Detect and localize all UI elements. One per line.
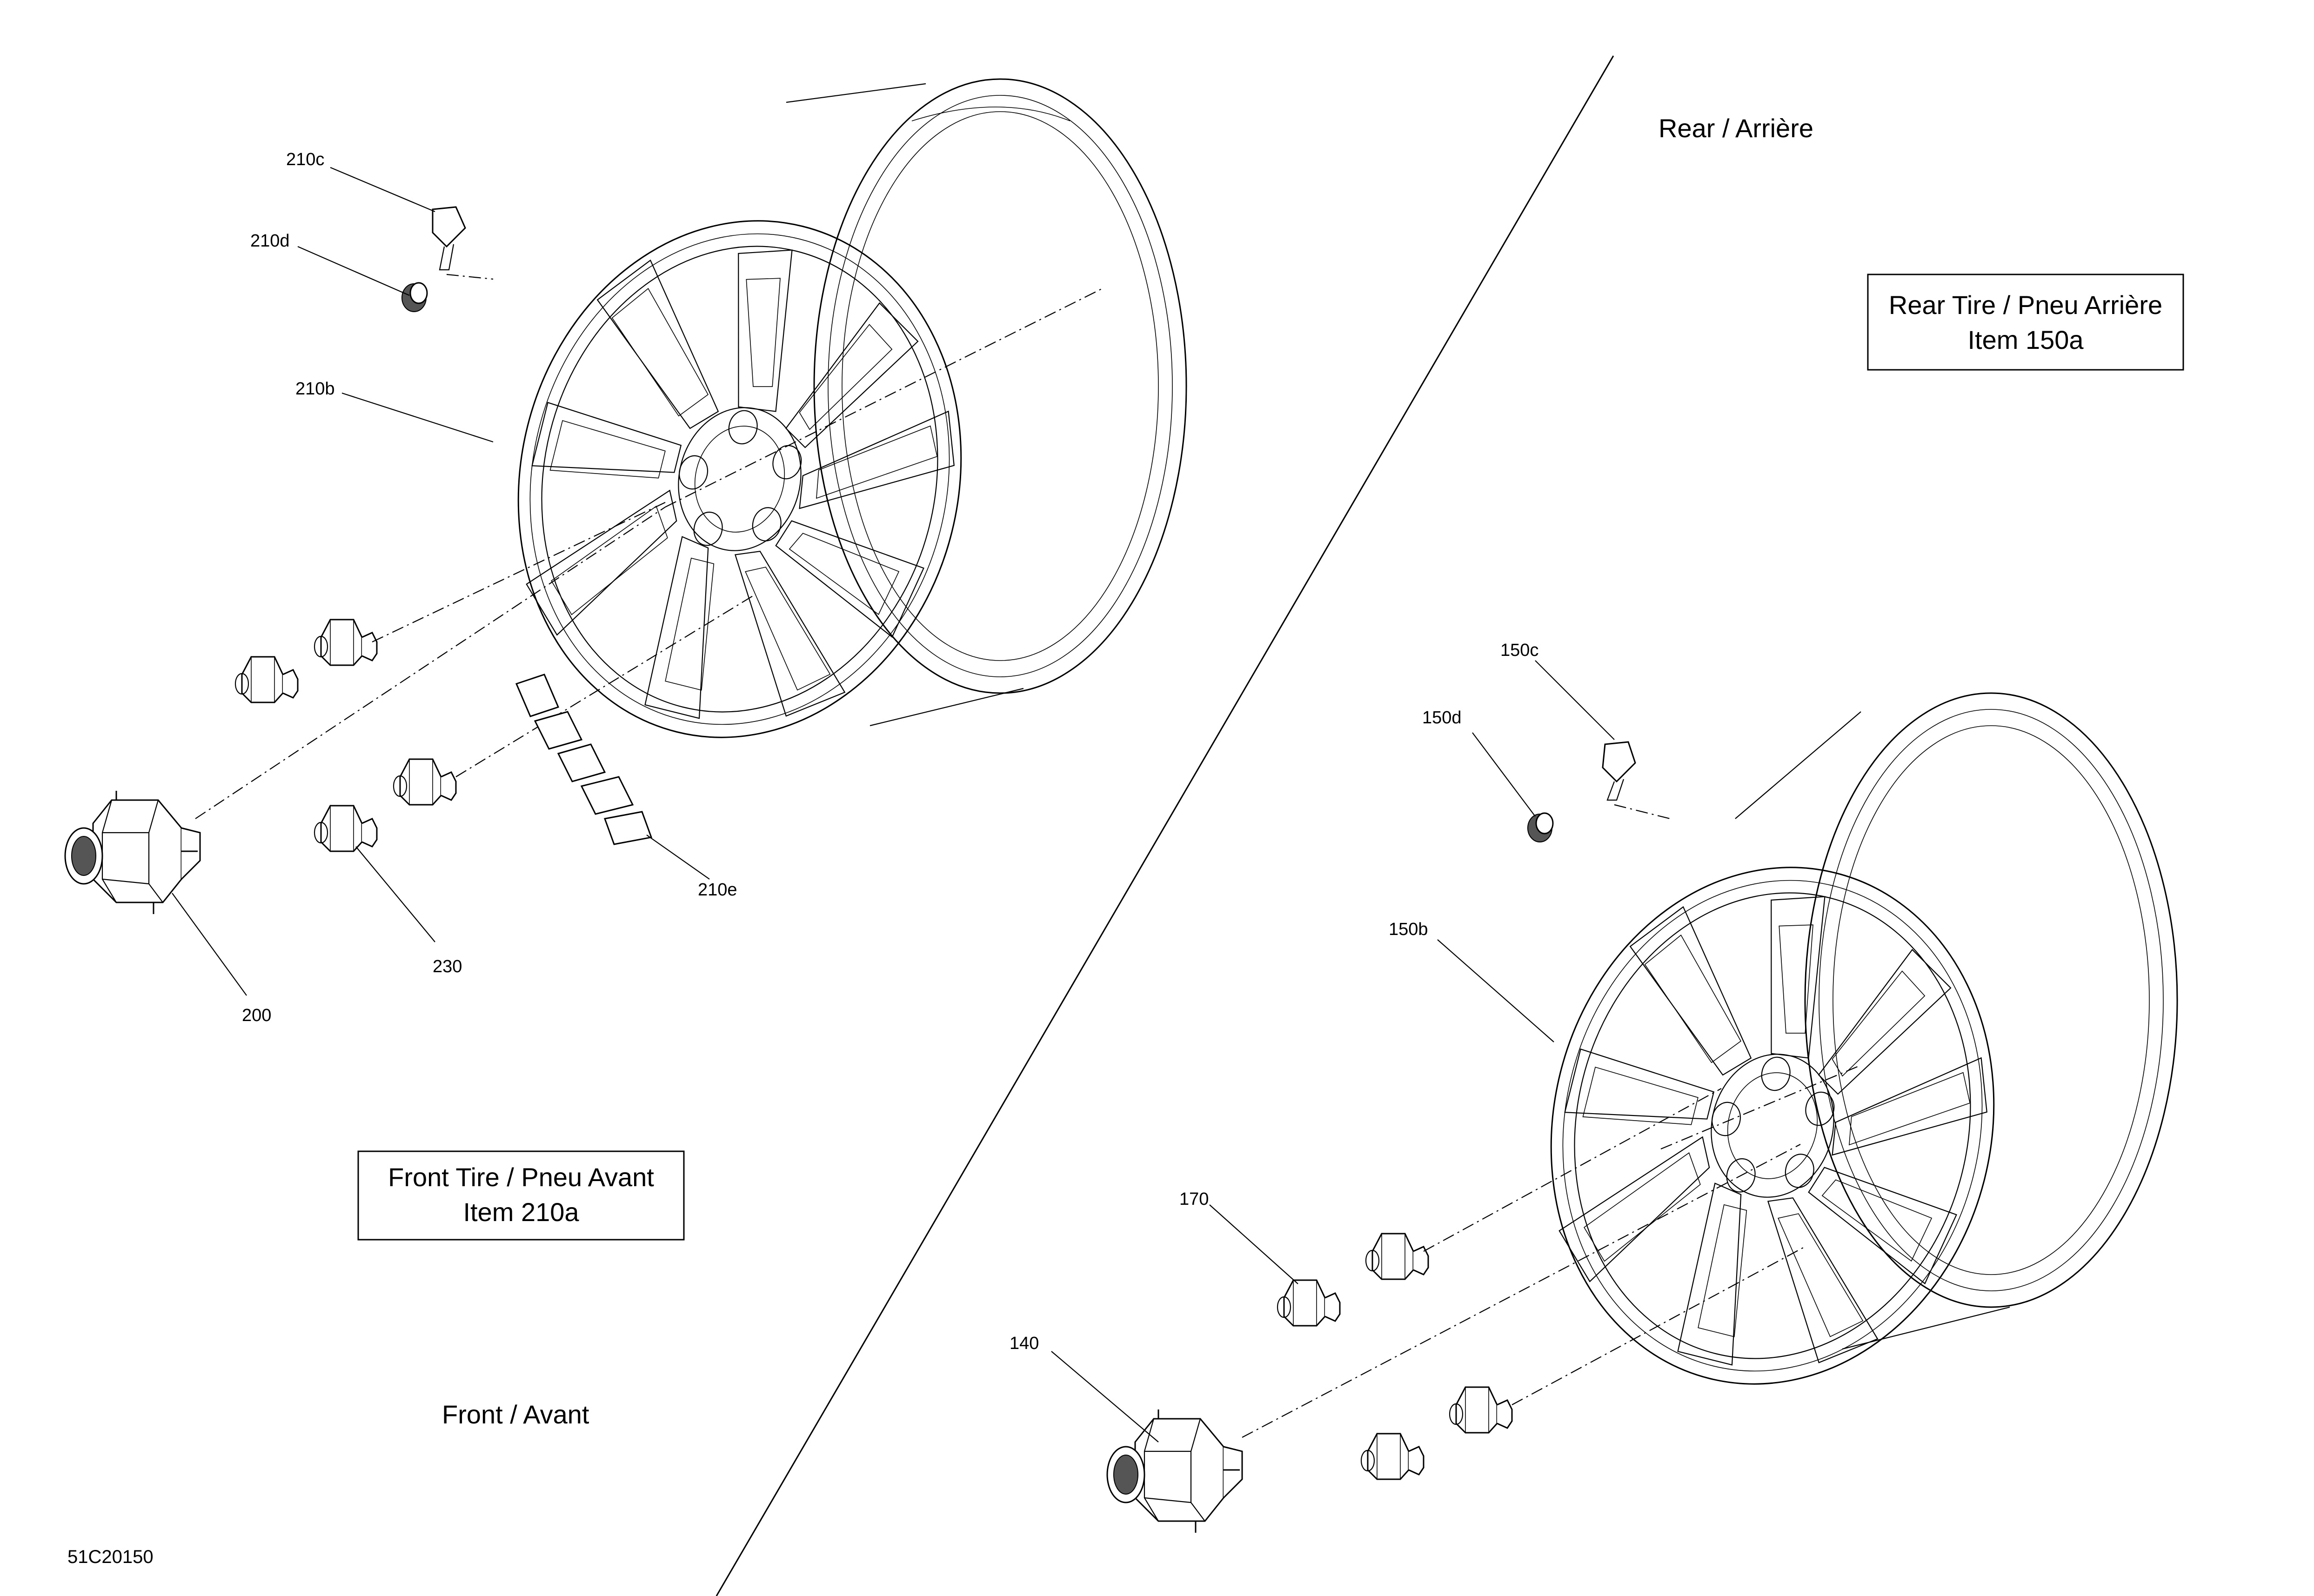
front-wheel xyxy=(463,78,1187,786)
rear-tire-item: Item 150a xyxy=(1967,325,2084,354)
front-tire-item: Item 210a xyxy=(463,1197,579,1227)
rear-section-label: Rear / Arrière xyxy=(1659,114,1813,143)
valve-stem-210c xyxy=(432,206,494,280)
callout-150c: 150c xyxy=(1500,641,1538,660)
callout-210e: 210e xyxy=(698,880,737,900)
rear-tire-title: Rear Tire / Pneu Arrière xyxy=(1889,290,2162,320)
front-tire-title: Front Tire / Pneu Avant xyxy=(388,1162,654,1192)
hub-cap-200 xyxy=(64,507,666,915)
callout-150d: 150d xyxy=(1422,708,1462,728)
drawing-code: 51C20150 xyxy=(67,1547,154,1567)
callout-210b: 210b xyxy=(295,379,335,399)
leader-lines xyxy=(172,167,1615,1442)
rear-lug-nuts xyxy=(1277,1088,1806,1480)
section-divider xyxy=(716,55,1614,1596)
callout-150b: 150b xyxy=(1389,920,1428,939)
hub-cap-140 xyxy=(1106,1144,1801,1534)
front-tire-box: Front Tire / Pneu Avant Item 210a xyxy=(357,1150,685,1241)
front-lug-nuts xyxy=(234,502,754,852)
rear-tire-box: Rear Tire / Pneu Arrière Item 150a xyxy=(1867,274,2184,371)
front-section-label: Front / Avant xyxy=(442,1400,589,1429)
valve-stem-150c xyxy=(1602,741,1671,820)
callout-210d: 210d xyxy=(250,231,290,251)
callout-170: 170 xyxy=(1179,1189,1209,1209)
callout-230: 230 xyxy=(433,957,462,976)
callout-210c: 210c xyxy=(286,150,324,169)
valve-cap-150d xyxy=(1527,812,1554,842)
balance-weights-210e xyxy=(515,674,653,845)
callout-140: 140 xyxy=(1010,1334,1039,1353)
valve-cap-210d xyxy=(401,282,428,312)
rear-wheel xyxy=(1496,692,2178,1432)
callout-200: 200 xyxy=(242,1006,271,1025)
